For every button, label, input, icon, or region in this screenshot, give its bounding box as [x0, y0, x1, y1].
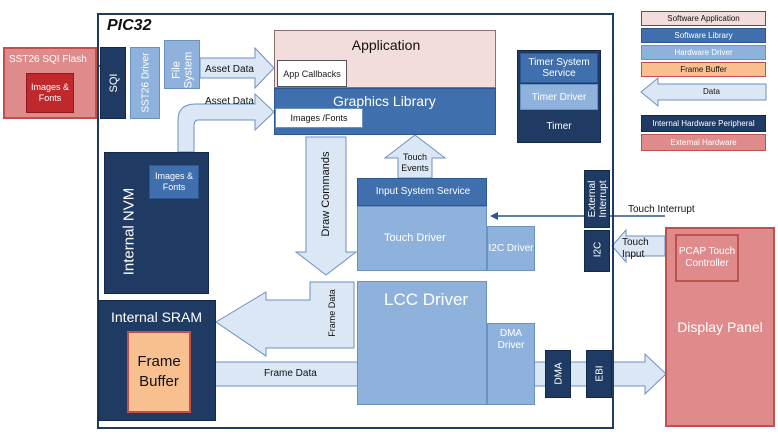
- timer-driver: Timer Driver: [520, 84, 598, 110]
- timer-system-service: Timer System Service: [520, 53, 598, 83]
- touch-interrupt-label: Touch Interrupt: [628, 204, 695, 215]
- sst26-flash: SST26 SQI Flash Images & Fonts: [3, 47, 97, 119]
- legend-data-label: Data: [703, 87, 720, 96]
- internal-nvm: Internal NVM Images & Fonts: [104, 152, 209, 294]
- app-callbacks: App Callbacks: [277, 60, 347, 87]
- dma-driver: DMA Driver: [487, 323, 535, 405]
- touch-input-label: Touch Input: [622, 237, 649, 260]
- frame-data-label: Frame Data: [264, 368, 317, 379]
- asset-data-arrow-2: [177, 92, 275, 153]
- i2c-driver: I2C Driver: [487, 226, 535, 271]
- dma-peripheral: DMA: [545, 350, 571, 398]
- legend-data-arrow: [640, 76, 767, 108]
- frame-data-arrow-left: [215, 281, 355, 357]
- frame-buffer: Frame Buffer: [127, 331, 191, 413]
- pcap-touch-controller: PCAP Touch Controller: [675, 234, 739, 282]
- touch-input-arrow: [611, 228, 666, 264]
- internal-sram: Internal SRAM Frame Buffer: [98, 300, 216, 421]
- application-box: Application: [274, 30, 496, 88]
- touch-events-arrow: [383, 134, 447, 179]
- sst26-flash-label: SST26 SQI Flash: [9, 54, 87, 65]
- gfx-images-fonts: Images /Fonts: [275, 108, 363, 128]
- ebi-label: EBI: [594, 365, 606, 382]
- frame-data-label-vertical: Frame Data: [327, 289, 337, 337]
- ebi-peripheral: EBI: [586, 350, 612, 398]
- file-system: File System: [164, 40, 200, 89]
- dma-label: DMA: [553, 362, 565, 385]
- graphics-library-title: Graphics Library: [333, 93, 436, 109]
- legend-software-library: Software Library: [641, 28, 766, 43]
- sst26-driver: SST26 Driver: [130, 47, 160, 119]
- i2c-label: I2C: [592, 241, 604, 258]
- timer-peripheral: Timer: [546, 120, 572, 132]
- flash-images-fonts: Images & Fonts: [26, 73, 74, 113]
- sqi-label: SQI: [108, 73, 120, 93]
- file-system-label: File System: [170, 51, 195, 89]
- touch-driver-label: Touch Driver: [384, 232, 446, 244]
- asset-data-label-1: Asset Data: [205, 64, 254, 75]
- touch-events-label: Touch Events: [401, 152, 429, 173]
- legend-software-application: Software Application: [641, 11, 766, 26]
- lcc-driver: LCC Driver: [357, 281, 487, 405]
- internal-nvm-label: Internal NVM: [120, 187, 138, 276]
- sst26-driver-label: SST26 Driver: [140, 52, 152, 113]
- lcc-driver-title: LCC Driver: [384, 290, 469, 309]
- internal-sram-title: Internal SRAM: [111, 309, 203, 325]
- legend-external-hardware: External Hardware: [641, 134, 766, 151]
- display-panel: PCAP Touch Controller Display Panel: [665, 227, 775, 427]
- draw-commands-label: Draw Commands: [320, 151, 332, 237]
- pic32-boundary: [97, 13, 614, 429]
- external-interrupt-label: External Interrupt: [587, 180, 609, 218]
- legend-frame-buffer: Frame Buffer: [641, 62, 766, 77]
- draw-commands-arrow: [294, 136, 358, 276]
- asset-data-arrow-1: [199, 46, 275, 90]
- pic32-title: PIC32: [107, 17, 152, 34]
- external-interrupt: External Interrupt: [584, 170, 610, 228]
- display-panel-label: Display Panel: [677, 319, 763, 335]
- input-system-service-label: Input System Service: [375, 186, 471, 197]
- application-title: Application: [351, 37, 421, 53]
- legend-hardware-driver: Hardware Driver: [641, 45, 766, 60]
- asset-data-label-2: Asset Data: [205, 96, 254, 107]
- touch-driver: Touch Driver: [357, 206, 487, 271]
- i2c-peripheral: I2C: [584, 230, 610, 272]
- input-system-service: Input System Service: [357, 178, 487, 206]
- nvm-images-fonts: Images & Fonts: [149, 165, 199, 199]
- sqi-peripheral: SQI: [100, 47, 126, 119]
- legend-internal-peripheral: Internal Hardware Peripheral: [641, 115, 766, 132]
